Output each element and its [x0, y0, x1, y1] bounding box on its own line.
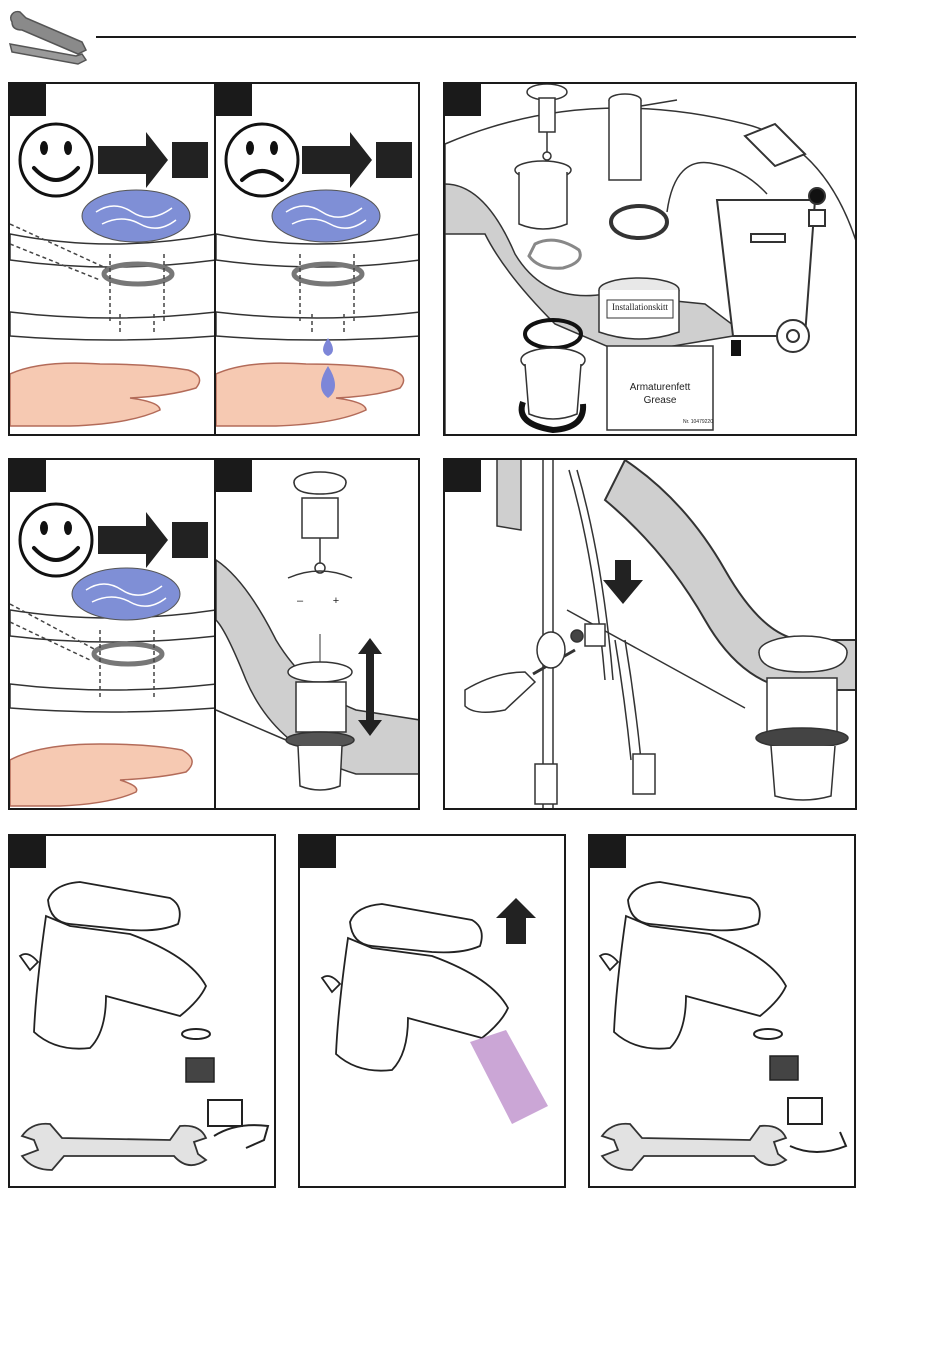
wrench-screwdriver-icon [6, 8, 96, 68]
panel-5-drawing [216, 460, 420, 810]
aerator-housing-icon [788, 1098, 822, 1124]
panel-2 [214, 82, 420, 436]
grease-box-label-en: Grease [607, 395, 713, 406]
arrow-right-icon [302, 132, 372, 188]
aerator-housing-icon [208, 1100, 242, 1126]
drain-body-icon [521, 348, 585, 419]
water-stream [470, 1030, 548, 1124]
seal-ring-icon [611, 206, 667, 238]
arrow-down-icon [603, 560, 643, 604]
water-surface [72, 568, 180, 620]
panel-6 [443, 458, 857, 810]
wrench-icon [602, 1124, 786, 1170]
arrow-right-icon [98, 132, 168, 188]
cartridge-icon [609, 94, 641, 180]
panel-7-drawing [10, 836, 276, 1188]
pop-up-plug-icon [294, 472, 346, 573]
hand-icon [216, 363, 404, 426]
smiley-happy-icon [20, 504, 92, 576]
panel-6-drawing [445, 460, 857, 810]
hand-icon [10, 744, 192, 806]
minus-label: – [294, 595, 306, 607]
water-surface [272, 190, 380, 242]
washer-icon [754, 1029, 782, 1039]
plus-label: + [330, 595, 342, 607]
panel-8-drawing [300, 836, 566, 1188]
aerator-insert-icon [186, 1058, 214, 1082]
clamp-icon [537, 624, 605, 668]
panel-1 [8, 82, 216, 436]
smiley-happy-icon [20, 124, 92, 196]
panel-1-drawing [10, 84, 216, 436]
rotate-arrow-icon [214, 1125, 268, 1148]
aerator-insert-icon [770, 1056, 798, 1080]
arrow-right-icon [98, 512, 168, 568]
panel-8 [298, 834, 566, 1188]
panel-3: Installationskitt Armaturenfett Grease N… [443, 82, 857, 436]
panel-2-drawing [216, 84, 420, 436]
panel-5: – + [214, 458, 420, 810]
panel-4 [8, 458, 216, 810]
panel-4-drawing [10, 460, 216, 810]
panel-7 [8, 834, 276, 1188]
grease-box-label-de: Armaturenfett [607, 382, 713, 393]
grease-box-code: Nr. 10479220 [663, 419, 713, 425]
faucet-icon [20, 882, 206, 1049]
drain-body-icon [756, 636, 848, 800]
up-down-arrow-icon [358, 638, 382, 736]
rotate-arrow-icon [790, 1132, 846, 1152]
panel-9 [588, 834, 856, 1188]
putty-tin-label: Installationskitt [607, 302, 673, 312]
arrow-up-icon [496, 898, 536, 944]
panel-9-drawing [590, 836, 856, 1188]
header-rule [96, 36, 856, 38]
faucet-icon [600, 882, 786, 1049]
wrench-icon [22, 1124, 206, 1170]
water-surface [82, 190, 190, 242]
washer-icon [182, 1029, 210, 1039]
smiley-sad-icon [226, 124, 298, 196]
hand-icon [10, 363, 200, 426]
